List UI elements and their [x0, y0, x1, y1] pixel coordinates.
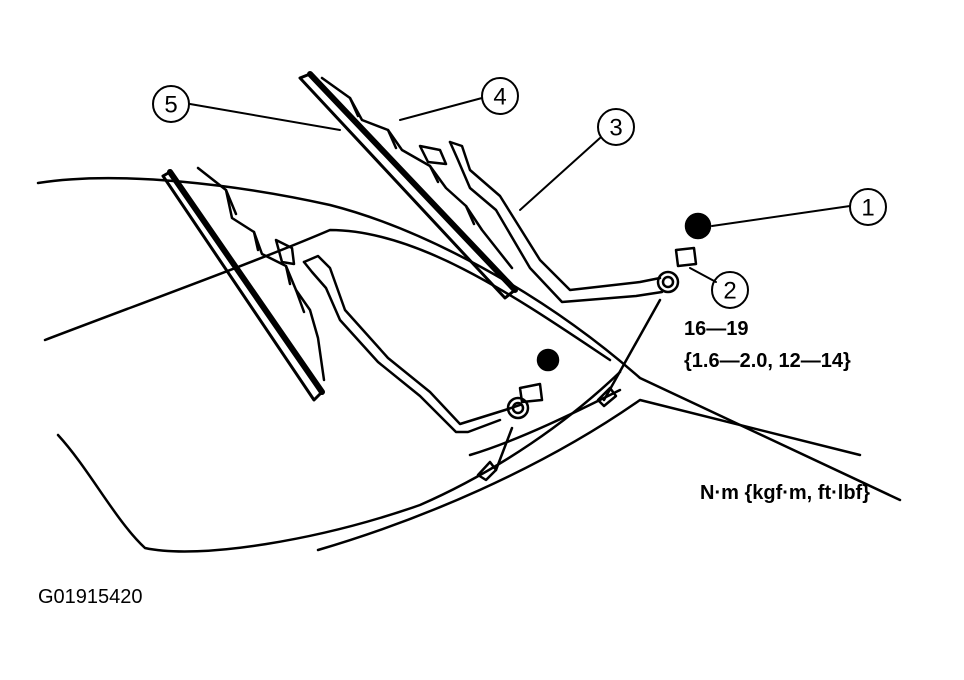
right-wiper-arm [448, 140, 664, 304]
leader-3 [519, 137, 601, 211]
left-wiper-arm [302, 254, 522, 434]
windshield-inner-line [43, 228, 612, 362]
windshield-outline [36, 176, 902, 502]
cowl-line [316, 398, 862, 552]
torque-alt-units-label: {1.6—2.0, 12—14} [684, 350, 851, 372]
callout-2-circle [711, 271, 749, 309]
callout-1-circle [849, 188, 887, 226]
callout-1-number: 1 [861, 195, 874, 222]
callout-2-number: 2 [723, 278, 736, 305]
torque-units-label: N·m {kgf·m, ft·lbf} [700, 482, 870, 504]
callout-5-number: 5 [164, 92, 177, 119]
callout-3-number: 3 [609, 115, 622, 142]
callout-3-circle [597, 108, 635, 146]
leader-1 [711, 205, 851, 227]
callout-4-circle [481, 77, 519, 115]
leader-4 [399, 97, 483, 121]
right-wiper-blade [298, 71, 518, 300]
callout-5-circle [152, 85, 190, 123]
leader-5 [189, 103, 341, 131]
figure-code: G01915420 [38, 586, 143, 608]
leader-2 [689, 267, 717, 283]
left-pivot [476, 348, 560, 482]
right-pivot [596, 212, 712, 408]
torque-range-label: 16—19 [684, 318, 749, 340]
windshield-lower-edge [56, 370, 622, 553]
callout-4-number: 4 [493, 84, 506, 111]
left-wiper-blade [161, 166, 326, 402]
